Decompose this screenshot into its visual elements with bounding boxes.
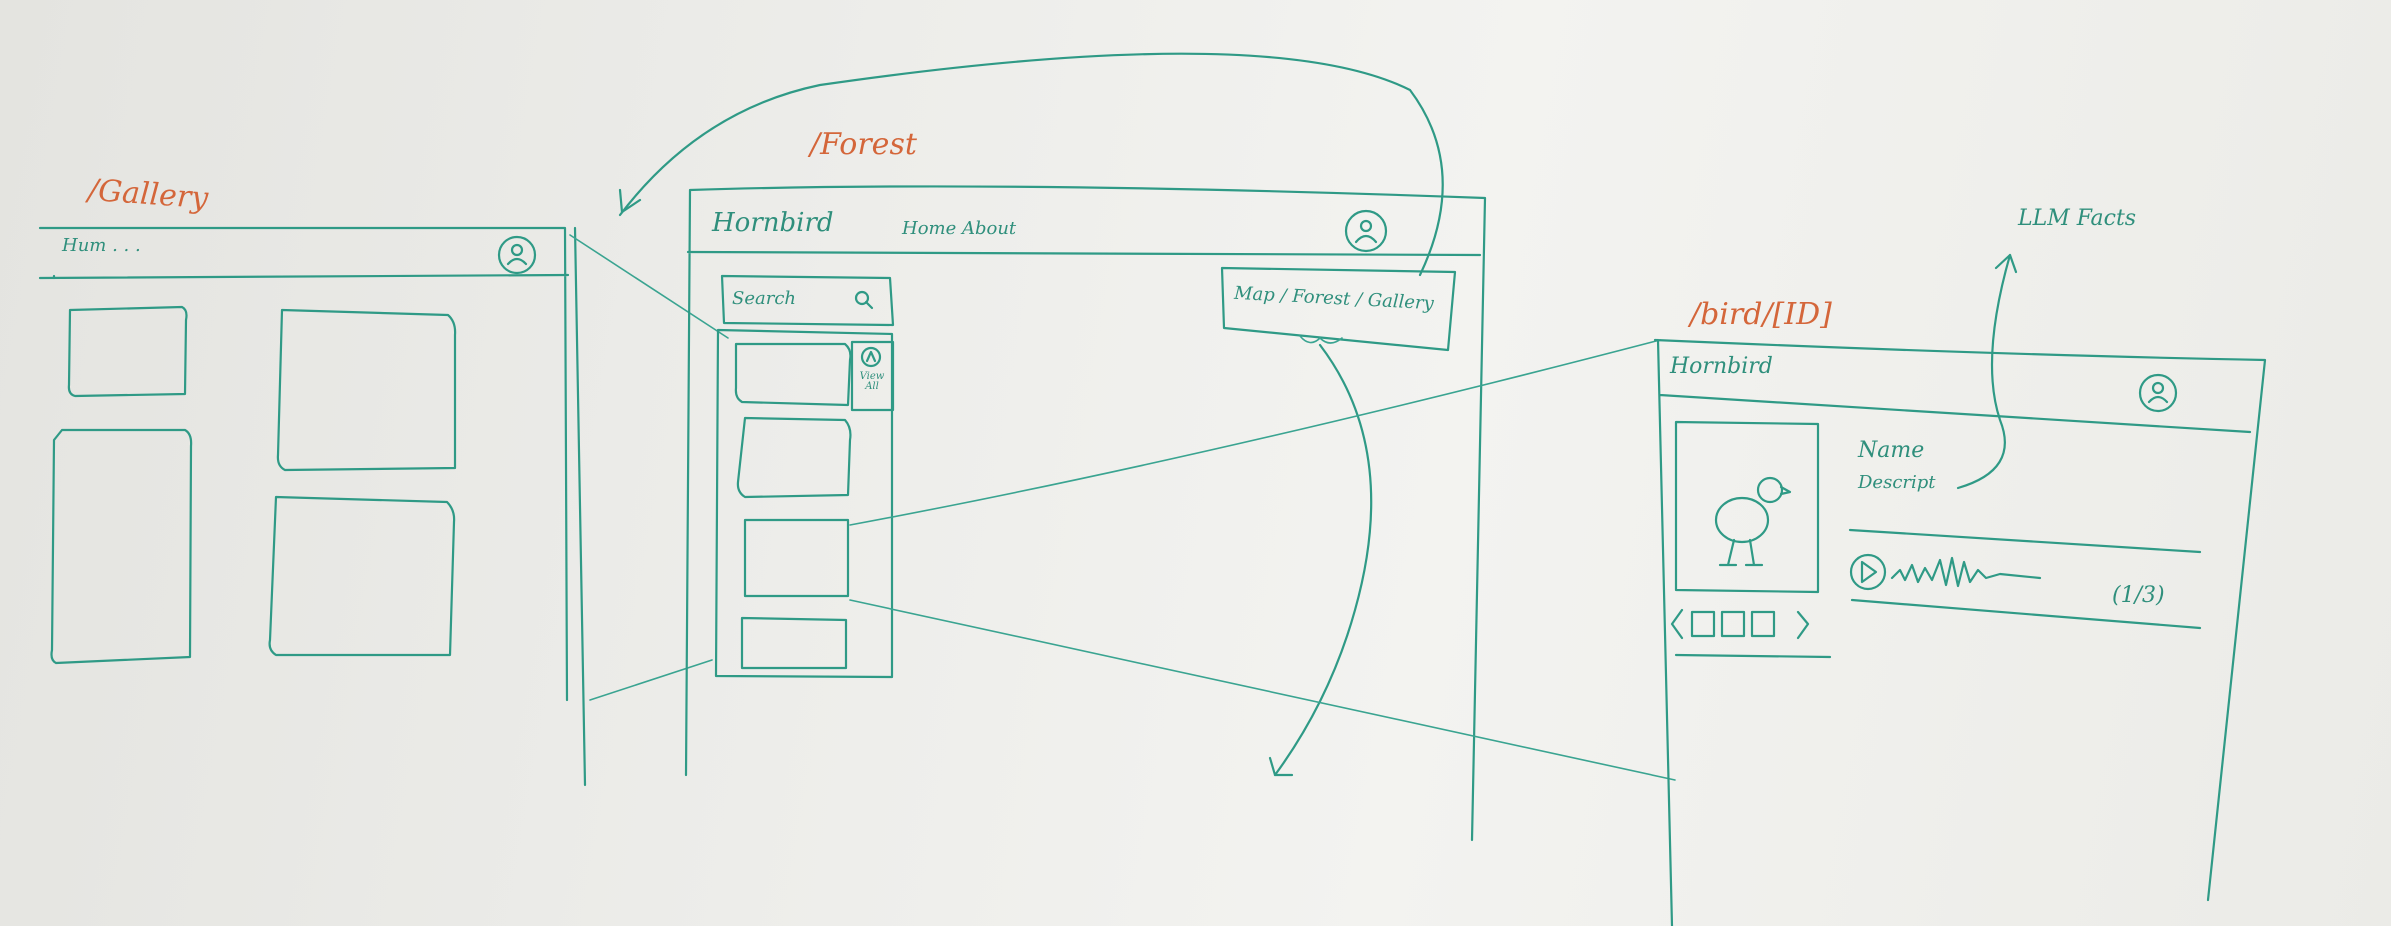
arrow-to-gallery	[618, 52, 1444, 277]
bird-description-label: Descript	[1858, 472, 1936, 493]
forest-route-label: /Forest	[810, 127, 917, 162]
audio-counter: (1/3)	[2112, 583, 2165, 608]
gallery-header-text: Hum . . .	[62, 235, 141, 256]
bird-drawing	[1714, 476, 1792, 567]
list-item	[734, 342, 852, 407]
bird-logo: Hornbird	[1670, 354, 1773, 379]
list-panel	[714, 328, 894, 679]
carousel-thumb	[1720, 610, 1746, 638]
gallery-route-label: /Gallery	[86, 172, 210, 217]
search-label[interactable]: Search	[732, 288, 796, 309]
forest-nav[interactable]: Home About	[902, 218, 1017, 239]
gallery-card	[67, 305, 188, 398]
gallery-card	[276, 308, 457, 472]
list-item	[743, 518, 850, 598]
bird-image-frame	[1674, 420, 1820, 594]
user-icon	[2138, 373, 2178, 413]
list-item	[736, 416, 852, 499]
carousel-prev	[1670, 608, 1684, 640]
llm-facts-label: LLM Facts	[2018, 206, 2137, 231]
breadcrumb-box	[1220, 266, 1457, 352]
view-all-label[interactable]: View All	[859, 371, 885, 392]
view-all-button	[850, 340, 895, 412]
gallery-card	[268, 495, 456, 657]
forest-logo: Hornbird	[712, 208, 834, 238]
search-box	[720, 274, 895, 327]
gallery-wireframe	[38, 226, 587, 787]
arrow-down	[1273, 343, 1373, 777]
list-item	[740, 616, 848, 670]
user-icon	[1344, 209, 1388, 253]
play-icon	[1849, 553, 1887, 591]
arrow-llm-facts	[1956, 253, 2012, 490]
carousel-next	[1796, 610, 1810, 640]
user-icon	[497, 235, 537, 275]
bird-route-label: /bird/[ID]	[1690, 297, 1832, 332]
bird-name-label: Name	[1858, 438, 1925, 463]
search-icon	[854, 290, 870, 306]
gallery-card	[50, 428, 193, 665]
bird-wireframe	[1653, 253, 2267, 926]
carousel-thumb	[1750, 610, 1776, 638]
carousel-thumb	[1690, 610, 1716, 638]
waveform	[1890, 556, 2042, 588]
forest-wireframe	[618, 52, 1487, 842]
